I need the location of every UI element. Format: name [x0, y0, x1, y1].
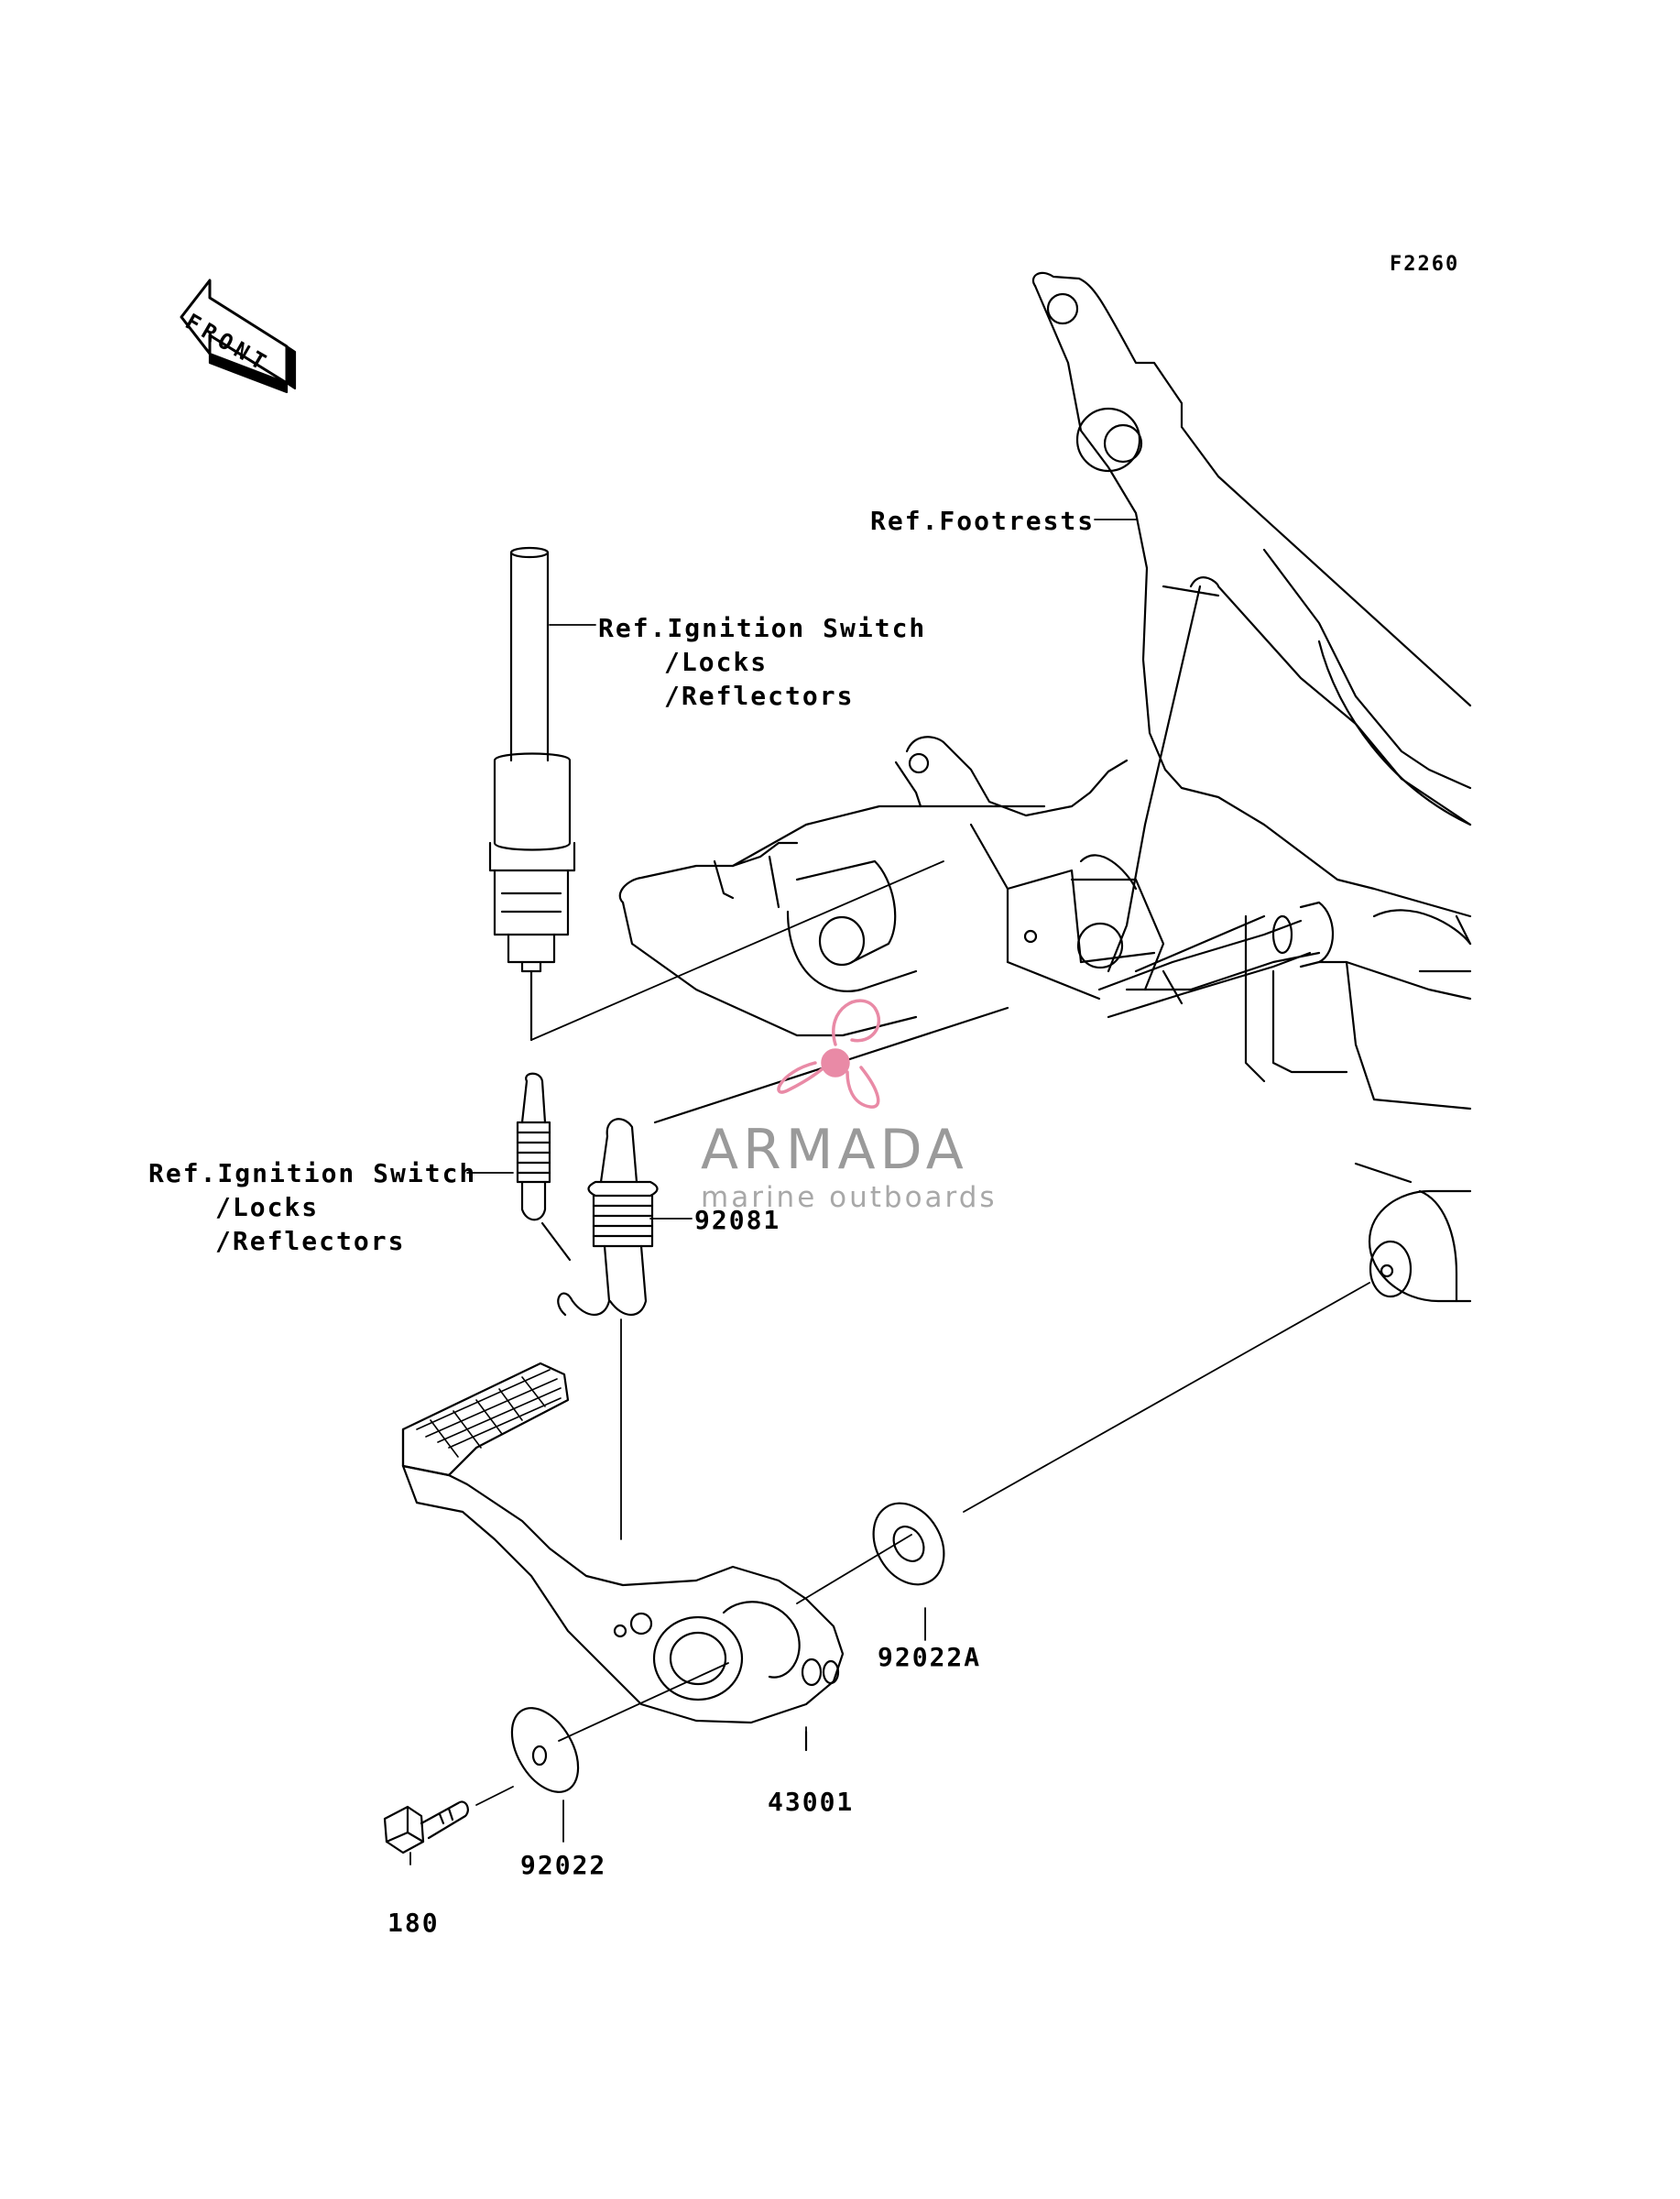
- watermark-tagline: marine outboards: [701, 1181, 998, 1214]
- ref-ignition-left-line3: /Reflectors: [215, 1226, 406, 1256]
- brake-switch: [488, 546, 576, 1042]
- pivot-shaft: [1097, 901, 1472, 1303]
- frame-bracket: [1031, 271, 1472, 1110]
- part-number-92022A[interactable]: 92022A: [878, 1642, 982, 1672]
- ref-footrests[interactable]: Ref.Footrests: [870, 506, 1096, 536]
- leader-lines: [409, 519, 1370, 1865]
- watermark-name: ARMADA: [701, 1118, 968, 1182]
- ref-ignition-left-line2: /Locks: [215, 1192, 320, 1222]
- bolt-180: [383, 1800, 469, 1854]
- diagram-code: F2260: [1390, 253, 1460, 276]
- part-number-43001[interactable]: 43001: [768, 1787, 855, 1817]
- ref-ignition-top-line2: /Locks: [664, 647, 769, 677]
- front-arrow-icon: [180, 279, 297, 394]
- part-number-180[interactable]: 180: [387, 1908, 440, 1938]
- brake-pedal: [401, 1362, 845, 1752]
- mounting-plate: [618, 736, 1156, 1037]
- part-number-92081[interactable]: 92081: [694, 1205, 781, 1235]
- propeller-icon: [777, 999, 881, 1109]
- ref-ignition-left-line1[interactable]: Ref.Ignition Switch: [148, 1158, 477, 1188]
- switch-spring: [516, 1072, 572, 1262]
- part-number-92022[interactable]: 92022: [520, 1850, 607, 1880]
- ref-ignition-top-line1[interactable]: Ref.Ignition Switch: [598, 613, 927, 643]
- ref-ignition-top-line3: /Reflectors: [664, 681, 855, 711]
- washer-92022A: [872, 1502, 945, 1586]
